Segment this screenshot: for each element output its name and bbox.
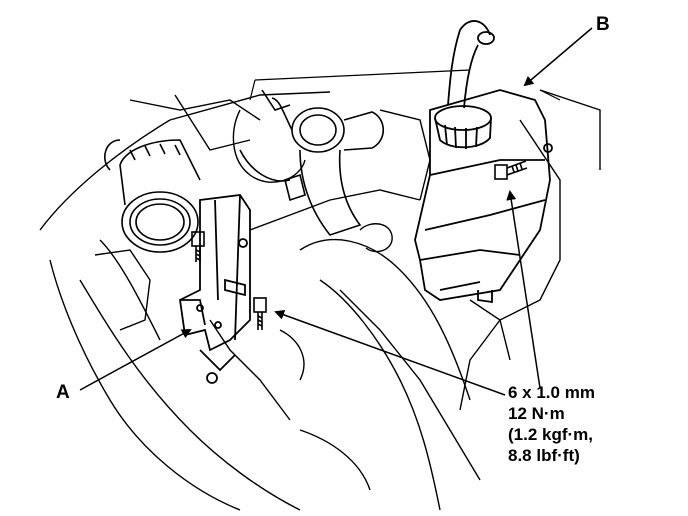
coolant-reservoir	[414, 89, 553, 304]
callout-label-a: A	[56, 382, 70, 403]
callout-label-b: B	[596, 14, 610, 35]
intake-duct	[104, 139, 201, 253]
torque-nm-text: 12 N·m	[508, 404, 565, 423]
bracket-bolts	[191, 231, 267, 330]
torque-spec: 6 x 1.0 mm 12 N·m (1.2 kgf·m, 8.8 lbf·ft…	[508, 382, 595, 466]
bolt-size-text: 6 x 1.0 mm	[508, 383, 595, 402]
leader-lines	[79, 27, 593, 396]
reservoir-bolt	[494, 160, 528, 180]
leader-line-bolt-bracket	[274, 310, 506, 396]
leader-line-bolt-reservoir	[506, 190, 541, 389]
water-outlet-hose	[239, 89, 385, 236]
dimension-bracket-lines	[249, 69, 561, 101]
torque-lbfft-text: 8.8 lbf·ft)	[508, 446, 580, 465]
background-engine-outline	[39, 89, 601, 511]
reservoir-cap-and-hose	[434, 20, 495, 149]
leader-line-a	[79, 329, 192, 391]
torque-kgfm-text: (1.2 kgf·m,	[508, 425, 594, 444]
mounting-bracket	[179, 194, 251, 384]
leader-line-b	[523, 27, 593, 87]
